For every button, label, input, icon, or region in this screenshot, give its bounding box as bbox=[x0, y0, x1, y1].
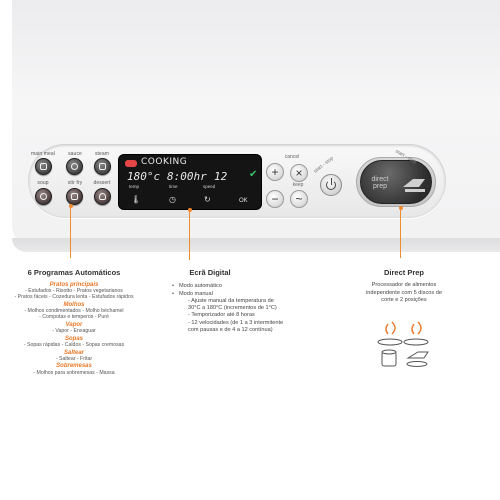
clock-icon[interactable]: ◷ bbox=[169, 195, 176, 204]
start-stop-button[interactable] bbox=[320, 174, 342, 196]
time-value: 8:00hr bbox=[167, 170, 207, 183]
direct-prep-button[interactable] bbox=[360, 160, 432, 204]
check-shield-icon: ✔ bbox=[249, 169, 258, 180]
program-label-stir-fry: stir fry bbox=[67, 180, 83, 186]
list-item: independente com 5 discos de bbox=[366, 289, 442, 296]
callout-line-display bbox=[189, 210, 190, 260]
program-label-steam: steam bbox=[94, 151, 110, 157]
category-steam: Vapor bbox=[65, 321, 83, 328]
category-desserts: Sobremesas bbox=[56, 363, 92, 370]
bullet-manual-mode: Modo manual bbox=[170, 290, 340, 298]
direct-prep-description: Processador de alimentos independente co… bbox=[338, 282, 470, 305]
main-meal-button[interactable] bbox=[35, 158, 52, 175]
steam-button[interactable] bbox=[94, 158, 111, 175]
time-label: time bbox=[169, 184, 178, 189]
list-item: - Vapor - Enxaguar bbox=[52, 327, 96, 334]
cancel-label: cancel bbox=[284, 154, 300, 160]
speed-value: 12 bbox=[214, 170, 228, 183]
plus-button[interactable]: + bbox=[266, 163, 284, 181]
digital-screen: COOKING 180°c 8:00hr 12 ✔ temp time spee… bbox=[118, 154, 262, 210]
list-item: corte e 2 posições bbox=[381, 297, 427, 303]
thermometer-icon[interactable]: 🌡 bbox=[131, 195, 142, 204]
dessert-button[interactable] bbox=[94, 188, 111, 205]
list-item: - Molhos condimentados - Molho béchamel bbox=[24, 307, 124, 314]
list-item: - 12 velocidades (de 1 a 3 intermitente bbox=[188, 319, 284, 326]
bullet-auto-mode: Modo automático bbox=[170, 282, 340, 290]
food-processor-icon bbox=[403, 179, 425, 192]
list-item: - Temporizador até 8 horas bbox=[188, 312, 255, 319]
keep-label: keep bbox=[292, 182, 304, 188]
category-sauces: Molhos bbox=[63, 301, 85, 308]
stir-fry-button[interactable] bbox=[66, 188, 83, 205]
cake-icon bbox=[99, 193, 106, 200]
pot-icon bbox=[40, 163, 47, 170]
list-item: - Compotas e temperos - Puré bbox=[39, 314, 109, 321]
screen-header: COOKING bbox=[141, 157, 188, 167]
program-label-sauce: sauce bbox=[68, 151, 82, 157]
rotation-icon[interactable]: ↻ bbox=[204, 195, 211, 204]
temp-label: temp bbox=[129, 184, 140, 189]
list-item: - Saltear - Fritar bbox=[55, 355, 93, 362]
bowl-icon bbox=[40, 193, 47, 200]
program-label-dessert: dessert bbox=[93, 180, 111, 186]
callout-line-direct-prep bbox=[400, 208, 401, 258]
category-saute: Saltear bbox=[63, 349, 84, 356]
list-item: - Molhos para sobremesas - Massa bbox=[33, 369, 115, 376]
direct-prep-title: Direct Prep bbox=[383, 268, 425, 277]
programs-list: Pratos principais - Estufados - Risotto … bbox=[0, 280, 148, 376]
display-features: Modo automático Modo manual - Ajuste man… bbox=[170, 282, 340, 334]
cancel-button[interactable]: × bbox=[290, 164, 308, 182]
list-item: 30°C a 180°C (incrementos de 1°C) bbox=[188, 305, 277, 312]
sauce-icon bbox=[71, 163, 78, 170]
list-item: - Ajuste manual da temperatura de bbox=[188, 298, 274, 304]
program-label-soup: soup bbox=[37, 180, 49, 186]
cooking-indicator bbox=[125, 160, 137, 167]
callout-dot-programs bbox=[68, 204, 73, 208]
category-soups: Sopas bbox=[64, 335, 83, 342]
list-item: com pausas e de 4 a 12 contínua) bbox=[188, 326, 273, 333]
soup-button[interactable] bbox=[35, 188, 52, 205]
display-title: Ecrã Digital bbox=[189, 268, 231, 277]
programs-title: 6 Programas Automáticos bbox=[27, 268, 121, 277]
callout-dot-direct-prep bbox=[398, 206, 403, 210]
list-item: Processador de alimentos bbox=[371, 282, 437, 288]
list-item: - Estufados - Risotto - Pratos vegetaria… bbox=[25, 287, 123, 294]
steam-icon bbox=[99, 163, 106, 170]
pan-icon bbox=[71, 193, 78, 200]
ok-button[interactable]: OK bbox=[239, 198, 248, 204]
callout-dot-display bbox=[187, 208, 192, 212]
list-item: - Pratos fáceis - Cozedura lenta - Estuf… bbox=[14, 293, 134, 300]
speed-label: speed bbox=[203, 184, 216, 189]
cutting-discs-illustration bbox=[377, 321, 429, 367]
program-label-main-meal: main meal bbox=[31, 151, 55, 157]
direct-prep-button-text: direct prep bbox=[371, 176, 389, 190]
temp-value: 180°c bbox=[127, 170, 161, 183]
callout-line-programs bbox=[70, 206, 71, 258]
keep-warm-button[interactable]: ~ bbox=[290, 190, 308, 208]
sauce-button[interactable] bbox=[66, 158, 83, 175]
power-icon bbox=[326, 180, 336, 190]
category-main-dishes: Pratos principais bbox=[49, 281, 99, 288]
appliance-base bbox=[12, 238, 500, 252]
list-item: - Sopas rápidas - Caldos - Sopas cremosa… bbox=[23, 341, 125, 348]
minus-button[interactable]: − bbox=[266, 190, 284, 208]
